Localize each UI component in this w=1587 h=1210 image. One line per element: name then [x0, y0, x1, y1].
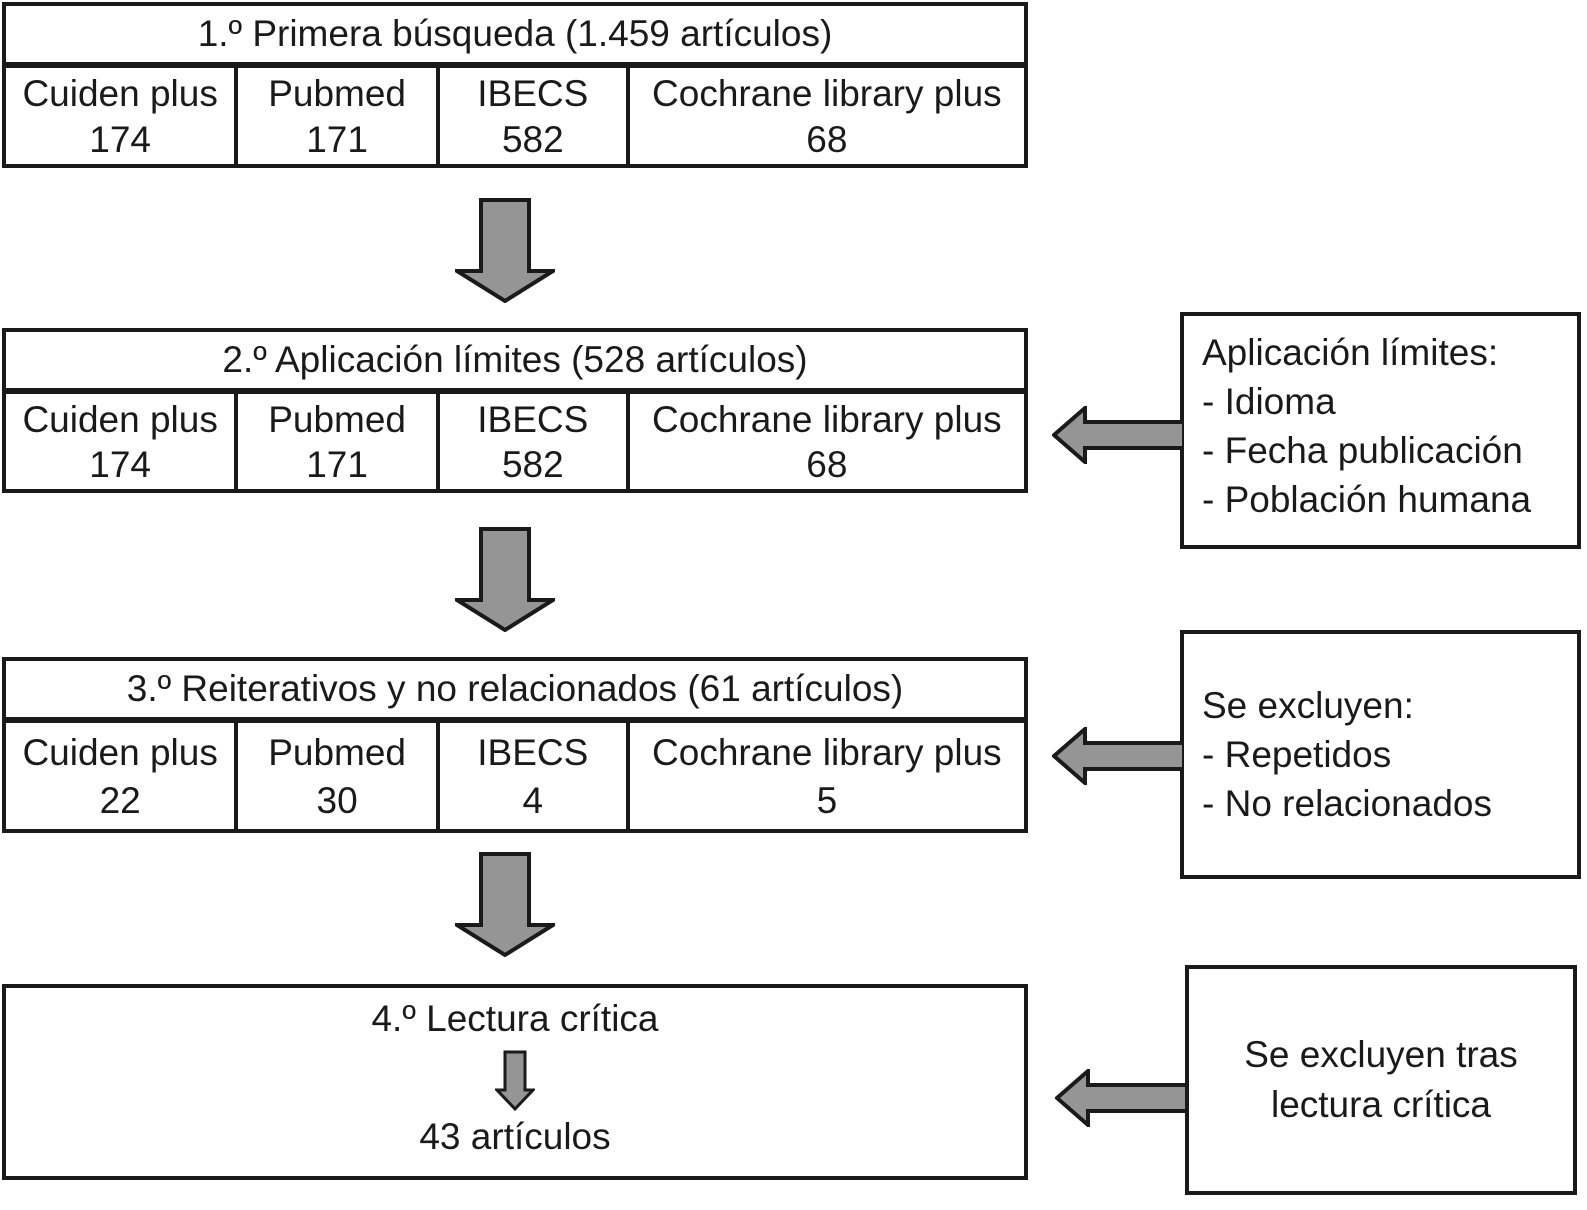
side-note-critical-reading: Se excluyen tras lectura crítica [1185, 965, 1577, 1195]
table-cell: Cuiden plus 174 [6, 394, 234, 489]
source-count: 5 [816, 780, 838, 822]
step-2-table: Cuiden plus 174 Pubmed 171 IBECS 582 Coc… [6, 394, 1024, 489]
source-count: 68 [806, 118, 848, 160]
source-count: 582 [501, 444, 564, 485]
source-name: Cuiden plus [22, 73, 218, 115]
down-arrow-icon [495, 1050, 535, 1112]
source-name: Cochrane library plus [652, 399, 1002, 440]
table-cell: IBECS 4 [435, 723, 626, 829]
side-note-limits: Aplicación límites: - Idioma - Fecha pub… [1180, 312, 1581, 549]
step-box-1: 1.º Primera búsqueda (1.459 artículos) C… [2, 2, 1028, 168]
step-1-table: Cuiden plus 174 Pubmed 171 IBECS 582 Coc… [6, 68, 1024, 164]
side-note-title: Se excluyen: [1202, 685, 1414, 726]
side-note-title: Se excluyen tras lectura crítica [1244, 1034, 1518, 1125]
source-count: 22 [99, 780, 141, 822]
source-count: 4 [522, 780, 544, 822]
left-arrow-icon [1052, 406, 1182, 464]
step-3-table: Cuiden plus 22 Pubmed 30 IBECS 4 Cochran… [6, 723, 1024, 829]
source-name: IBECS [477, 73, 589, 115]
source-name: Pubmed [268, 399, 406, 440]
left-arrow-icon [1052, 727, 1182, 785]
step-box-2: 2.º Aplicación límites (528 artículos) C… [2, 328, 1028, 493]
source-name: Cuiden plus [22, 399, 218, 440]
source-name: Cuiden plus [22, 731, 218, 773]
down-arrow-icon [455, 527, 555, 632]
source-name: Cochrane library plus [652, 73, 1002, 115]
table-cell: Cochrane library plus 68 [625, 394, 1024, 489]
source-count: 30 [316, 780, 358, 822]
down-arrow-icon [455, 198, 555, 303]
step-1-title: 1.º Primera búsqueda (1.459 artículos) [6, 6, 1024, 68]
source-count: 174 [89, 444, 151, 485]
step-4-result: 43 artículos [419, 1116, 611, 1157]
down-arrow-icon [455, 852, 555, 957]
source-count: 174 [89, 118, 151, 160]
step-4-title: 4.º Lectura crítica [371, 998, 659, 1039]
source-count: 68 [806, 444, 848, 485]
table-cell: Pubmed 171 [234, 394, 436, 489]
table-cell: Cochrane library plus 5 [625, 723, 1024, 829]
table-cell: Pubmed 171 [234, 68, 436, 164]
table-cell: Pubmed 30 [234, 723, 436, 829]
side-note-item: - No relacionados [1202, 783, 1492, 824]
step-2-title: 2.º Aplicación límites (528 artículos) [6, 332, 1024, 394]
side-note-title: Aplicación límites: [1202, 332, 1499, 373]
source-name: IBECS [477, 399, 589, 440]
side-note-excluded: Se excluyen: - Repetidos - No relacionad… [1180, 630, 1581, 879]
table-cell: Cuiden plus 174 [6, 68, 234, 164]
source-name: Pubmed [268, 73, 406, 115]
side-note-item: - Fecha publicación [1202, 430, 1523, 471]
side-note-item: - Idioma [1202, 381, 1336, 422]
left-arrow-icon [1055, 1069, 1185, 1127]
source-name: Cochrane library plus [652, 731, 1002, 773]
step-box-3: 3.º Reiterativos y no relacionados (61 a… [2, 657, 1028, 833]
table-cell: Cuiden plus 22 [6, 723, 234, 829]
source-count: 171 [306, 444, 368, 485]
side-note-item: - Repetidos [1202, 734, 1392, 775]
table-cell: IBECS 582 [435, 68, 626, 164]
source-name: Pubmed [268, 731, 406, 773]
step-3-title: 3.º Reiterativos y no relacionados (61 a… [6, 661, 1024, 723]
step-box-4: 4.º Lectura crítica 43 artículos [2, 984, 1028, 1180]
table-cell: IBECS 582 [435, 394, 626, 489]
source-name: IBECS [477, 731, 589, 773]
side-note-item: - Población humana [1202, 479, 1532, 520]
source-count: 171 [306, 118, 368, 160]
table-cell: Cochrane library plus 68 [625, 68, 1024, 164]
source-count: 582 [501, 118, 564, 160]
